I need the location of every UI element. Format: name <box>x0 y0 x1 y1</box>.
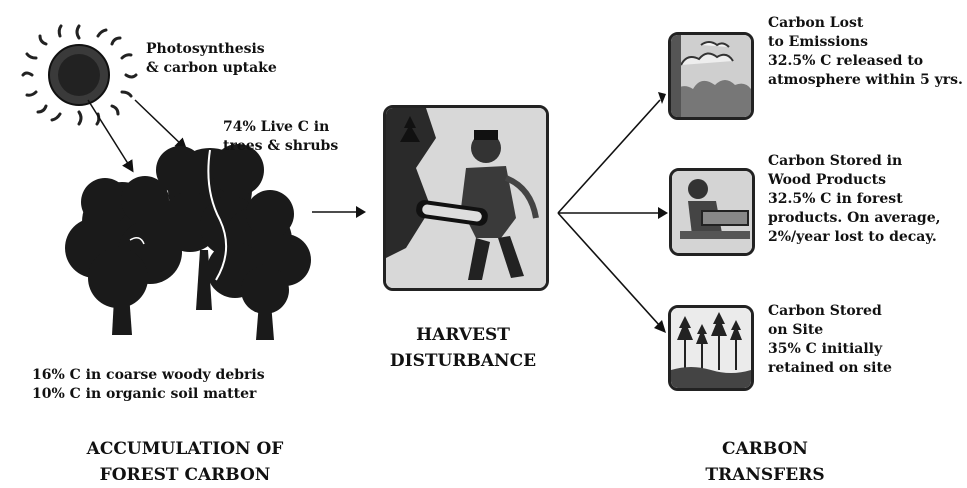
on-site-label: Carbon Stored on Site 35% C initially re… <box>768 303 892 376</box>
sun-to-trees-arrow-right <box>134 99 188 151</box>
flow-arrow-to-harvest <box>312 206 366 218</box>
carbon-transfers-title: CARBON TRANSFERS <box>705 439 825 485</box>
wood-products-image-tile <box>669 168 755 256</box>
on-site-image-tile <box>668 305 754 391</box>
arrow-to-on-site <box>557 212 661 327</box>
sun-to-trees-arrow-left <box>87 99 134 173</box>
accumulation-title: ACCUMULATION OF FOREST CARBON <box>86 439 284 485</box>
arrow-to-emissions <box>557 99 661 214</box>
logger-chainsaw-icon <box>386 108 546 288</box>
photosynthesis-label: Photosynthesis & carbon uptake <box>146 41 277 76</box>
deciduous-trees-icon <box>65 144 311 340</box>
emissions-label: Carbon Lost to Emissions 32.5% C release… <box>768 15 963 88</box>
smoke-clouds-icon <box>671 35 751 117</box>
conifer-stand-icon <box>671 308 751 388</box>
debris-soil-label: 16% C in coarse woody debris 10% C in or… <box>32 367 265 402</box>
wood-products-label: Carbon Stored in Wood Products 32.5% C i… <box>768 153 941 245</box>
sunlight-arrows <box>87 99 188 173</box>
live-carbon-label: 74% Live C in trees & shrubs <box>223 119 339 154</box>
harvest-image-tile <box>383 105 549 291</box>
woodworker-icon <box>672 171 752 253</box>
harvest-title: HARVEST DISTURBANCE <box>389 325 537 371</box>
emissions-image-tile <box>668 32 754 120</box>
branch-arrows <box>557 92 668 333</box>
sun-icon <box>21 24 138 126</box>
